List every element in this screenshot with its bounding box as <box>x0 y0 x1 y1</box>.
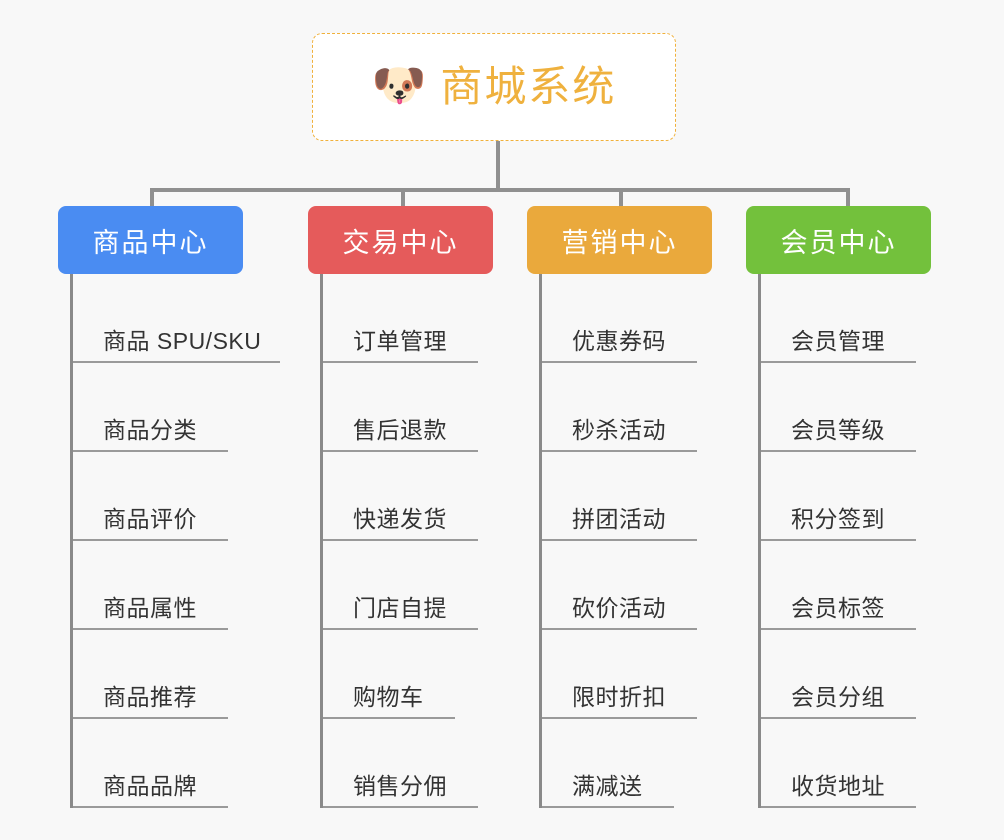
leaf-underline <box>761 361 916 363</box>
list-item[interactable]: 快递发货 <box>323 452 478 541</box>
category-box-member-center[interactable]: 会员中心 <box>746 206 931 274</box>
root-node[interactable]: 🐶 商城系统 <box>312 33 676 141</box>
category-box-marketing-center[interactable]: 营销中心 <box>527 206 712 274</box>
connector-root-stem <box>496 141 500 191</box>
leaf-underline <box>73 628 228 630</box>
leaf-underline <box>761 717 916 719</box>
leaf-label: 拼团活动 <box>572 506 666 532</box>
leaf-label: 会员标签 <box>791 595 885 621</box>
category-label: 交易中心 <box>342 227 459 258</box>
connector-drop-product-center <box>150 188 154 210</box>
leaf-column-trade-center: 订单管理 售后退款 快递发货 门店自提 购物车 销售分佣 <box>320 274 478 808</box>
leaf-underline <box>542 539 697 541</box>
leaf-label: 商品分类 <box>103 417 197 443</box>
leaf-label: 限时折扣 <box>572 684 666 710</box>
leaf-label: 满减送 <box>572 773 643 799</box>
leaf-label: 门店自提 <box>353 595 447 621</box>
leaf-underline <box>542 806 674 808</box>
list-item[interactable]: 优惠券码 <box>542 274 697 363</box>
connector-drop-member-center <box>846 188 850 210</box>
list-item[interactable]: 商品 SPU/SKU <box>73 274 280 363</box>
leaf-label: 秒杀活动 <box>572 417 666 443</box>
list-item[interactable]: 商品评价 <box>73 452 261 541</box>
leaf-label: 砍价活动 <box>572 595 666 621</box>
leaf-underline <box>323 539 478 541</box>
leaf-label: 快递发货 <box>353 506 447 532</box>
list-item[interactable]: 销售分佣 <box>323 719 478 808</box>
leaf-label: 会员等级 <box>791 417 885 443</box>
dog-face-icon: 🐶 <box>371 61 427 110</box>
leaf-underline <box>761 450 916 452</box>
leaf-label: 积分签到 <box>791 506 885 532</box>
leaf-underline <box>323 628 478 630</box>
list-item[interactable]: 秒杀活动 <box>542 363 697 452</box>
list-item[interactable]: 会员标签 <box>761 541 916 630</box>
list-item[interactable]: 会员等级 <box>761 363 916 452</box>
leaf-column-marketing-center: 优惠券码 秒杀活动 拼团活动 砍价活动 限时折扣 满减送 <box>539 274 697 808</box>
list-item[interactable]: 商品推荐 <box>73 630 261 719</box>
root-title: 商城系统 <box>440 63 617 110</box>
leaf-label: 售后退款 <box>353 417 447 443</box>
list-item[interactable]: 限时折扣 <box>542 630 697 719</box>
list-item[interactable]: 订单管理 <box>323 274 478 363</box>
category-box-product-center[interactable]: 商品中心 <box>58 206 243 274</box>
list-item[interactable]: 积分签到 <box>761 452 916 541</box>
leaf-label: 商品属性 <box>103 595 197 621</box>
list-item[interactable]: 门店自提 <box>323 541 478 630</box>
list-item[interactable]: 会员分组 <box>761 630 916 719</box>
leaf-underline <box>542 450 697 452</box>
leaf-underline <box>761 628 916 630</box>
leaf-underline <box>323 806 478 808</box>
list-item[interactable]: 商品属性 <box>73 541 261 630</box>
leaf-underline <box>73 806 228 808</box>
leaf-underline <box>323 450 478 452</box>
leaf-underline <box>761 806 916 808</box>
list-item[interactable]: 购物车 <box>323 630 455 719</box>
leaf-label: 会员分组 <box>791 684 885 710</box>
category-label: 商品中心 <box>92 227 209 258</box>
leaf-underline <box>73 450 228 452</box>
category-box-trade-center[interactable]: 交易中心 <box>308 206 493 274</box>
leaf-column-member-center: 会员管理 会员等级 积分签到 会员标签 会员分组 收货地址 <box>758 274 916 808</box>
list-item[interactable]: 满减送 <box>542 719 674 808</box>
leaf-underline <box>542 361 697 363</box>
leaf-column-product-center: 商品 SPU/SKU 商品分类 商品评价 商品属性 商品推荐 商品品牌 <box>70 274 280 808</box>
leaf-underline <box>73 717 228 719</box>
leaf-label: 商品评价 <box>103 506 197 532</box>
leaf-underline <box>323 361 478 363</box>
category-label: 会员中心 <box>780 227 897 258</box>
leaf-label: 购物车 <box>353 684 424 710</box>
leaf-label: 收货地址 <box>791 773 885 799</box>
list-item[interactable]: 收货地址 <box>761 719 916 808</box>
list-item[interactable]: 商品品牌 <box>73 719 261 808</box>
leaf-underline <box>323 717 455 719</box>
leaf-underline <box>761 539 916 541</box>
connector-drop-marketing-center <box>619 188 623 210</box>
leaf-label: 商品推荐 <box>103 684 197 710</box>
category-label: 营销中心 <box>561 227 678 258</box>
leaf-underline <box>73 361 280 363</box>
leaf-underline <box>73 539 228 541</box>
list-item[interactable]: 售后退款 <box>323 363 478 452</box>
connector-horizontal-bus <box>150 188 850 192</box>
leaf-label: 商品 SPU/SKU <box>103 328 262 354</box>
list-item[interactable]: 拼团活动 <box>542 452 697 541</box>
list-item[interactable]: 会员管理 <box>761 274 916 363</box>
leaf-underline <box>542 628 697 630</box>
connector-drop-trade-center <box>401 188 405 210</box>
list-item[interactable]: 砍价活动 <box>542 541 697 630</box>
leaf-label: 订单管理 <box>353 328 447 354</box>
leaf-label: 会员管理 <box>791 328 885 354</box>
leaf-label: 商品品牌 <box>103 773 197 799</box>
list-item[interactable]: 商品分类 <box>73 363 261 452</box>
leaf-underline <box>542 717 697 719</box>
leaf-label: 销售分佣 <box>353 773 447 799</box>
leaf-label: 优惠券码 <box>572 328 666 354</box>
